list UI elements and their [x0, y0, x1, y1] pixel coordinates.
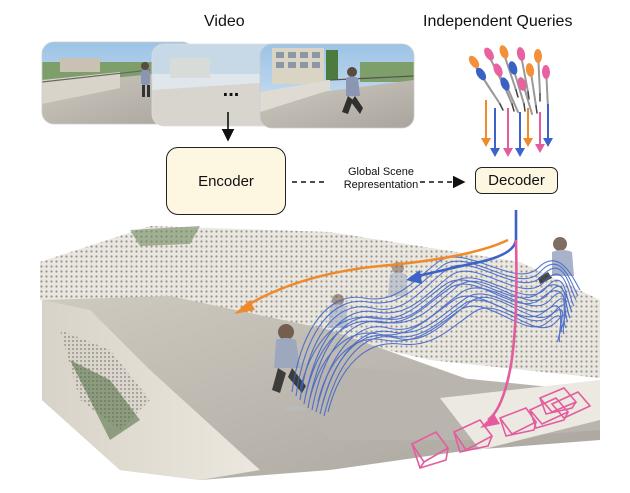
query-arrow-orange — [481, 100, 491, 147]
person-ghost-1 — [272, 324, 306, 411]
decoder-box: Decoder — [475, 167, 558, 194]
dart-icon — [541, 65, 551, 116]
dart-icon — [500, 77, 519, 113]
query-arrow-orange — [523, 108, 533, 147]
video-frame-3 — [260, 44, 414, 128]
person-figure-1 — [141, 62, 150, 97]
query-arrow-blue — [515, 112, 525, 157]
query-arrow-pink — [503, 108, 513, 157]
blue-trajectory-bundle — [291, 256, 581, 417]
encoder-box: Encoder — [166, 147, 286, 215]
encoder-label: Encoder — [198, 172, 254, 190]
dart-icon — [525, 63, 538, 114]
dart-icon — [516, 47, 530, 100]
gsr-line-2: Representation — [343, 179, 419, 191]
orange-query-path — [234, 238, 509, 314]
dart-icon — [499, 45, 519, 98]
camera-frustum-icon — [550, 391, 592, 419]
camera-frustums — [410, 387, 592, 469]
camera-frustum-icon — [528, 397, 570, 429]
independent-queries-label: Independent Queries — [423, 13, 573, 30]
video-label: Video — [204, 13, 245, 30]
gsr-line-1: Global Scene — [347, 166, 415, 178]
query-arrow-blue — [490, 108, 500, 157]
dart-icons-cluster — [468, 45, 551, 116]
dart-icon — [517, 77, 533, 115]
camera-frustum-icon — [410, 430, 450, 469]
camera-frustum-icon — [452, 419, 494, 453]
frames-ellipsis: ... — [223, 79, 240, 101]
dart-icon — [475, 67, 504, 111]
point-cloud-scene — [40, 226, 600, 480]
dart-icon — [533, 49, 543, 102]
query-arrow-pink — [535, 112, 545, 153]
query-arrow-blue — [543, 104, 553, 147]
decoder-label: Decoder — [488, 172, 545, 189]
pink-query-path — [480, 239, 518, 428]
query-arrows — [481, 100, 553, 157]
global-scene-representation-label: Global Scene Representation — [327, 166, 435, 192]
person-figure-3 — [342, 67, 363, 114]
person-ghost-4 — [538, 237, 574, 284]
